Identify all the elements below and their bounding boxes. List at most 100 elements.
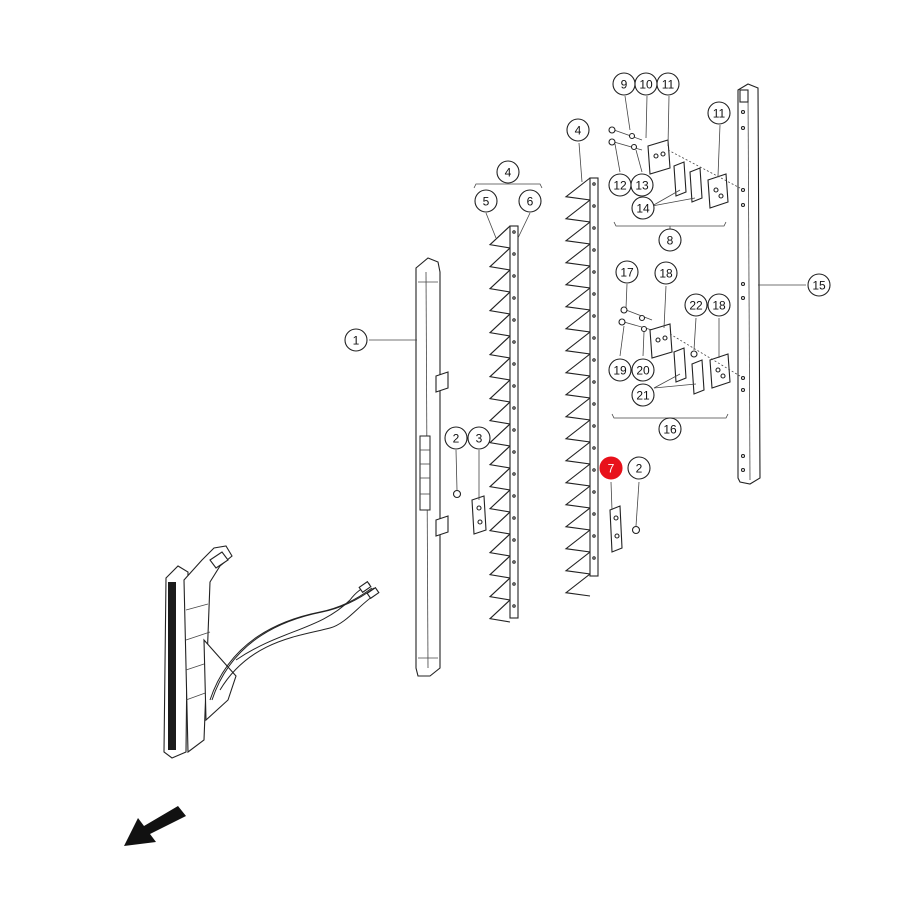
knife-rivet <box>512 516 516 520</box>
callout-18[interactable]: 18 <box>707 293 731 317</box>
callout-label: 2 <box>453 432 460 446</box>
callout-label: 1 <box>353 334 360 348</box>
callout-7[interactable]: 7 <box>599 456 623 480</box>
knife-rivet <box>512 604 516 608</box>
knife-rivet <box>512 428 516 432</box>
knife-rivet <box>592 380 596 384</box>
knife-rivet <box>512 582 516 586</box>
knife-rivet <box>592 336 596 340</box>
knife-rivet <box>512 230 516 234</box>
callout-label: 3 <box>476 432 483 446</box>
knife-blades <box>564 177 592 597</box>
knife-rivet <box>512 318 516 322</box>
knife-rivet <box>592 270 596 274</box>
callout-label: 20 <box>636 364 650 378</box>
knife-rivet <box>512 406 516 410</box>
callout-11[interactable]: 11 <box>707 101 731 125</box>
callout-label: 11 <box>713 107 726 121</box>
callout-6[interactable]: 6 <box>518 189 542 213</box>
callout-label: 13 <box>635 179 649 193</box>
arrow-down-left-icon <box>124 806 186 846</box>
knife-rivet <box>512 450 516 454</box>
callout-16[interactable]: 16 <box>658 417 682 441</box>
knife-blades <box>488 225 512 623</box>
callout-label: 5 <box>483 195 490 209</box>
callout-label: 9 <box>621 78 628 92</box>
callout-10[interactable]: 10 <box>634 72 658 96</box>
callout-13[interactable]: 13 <box>630 173 654 197</box>
knife-rivet <box>592 468 596 472</box>
knife-rivet <box>592 204 596 208</box>
callout-3[interactable]: 3 <box>467 426 491 450</box>
callout-8[interactable]: 8 <box>658 228 682 252</box>
callout-label: 10 <box>639 78 653 92</box>
knife-rivet <box>512 252 516 256</box>
knife-rivet <box>592 534 596 538</box>
clip-part-3 <box>452 489 487 535</box>
knife-rivet <box>592 226 596 230</box>
knife-rivet <box>512 472 516 476</box>
callout-15[interactable]: 15 <box>807 273 831 297</box>
callout-2[interactable]: 2 <box>444 426 468 450</box>
rail-part-15 <box>737 83 761 485</box>
knife-rivet <box>512 340 516 344</box>
knife-rivet <box>592 424 596 428</box>
callout-label: 7 <box>608 462 615 476</box>
callout-label: 4 <box>575 124 582 138</box>
knife-back-bar <box>589 177 599 577</box>
callout-9[interactable]: 9 <box>612 72 636 96</box>
knife-rivet <box>592 512 596 516</box>
knife-rivet <box>512 296 516 300</box>
knife-rivet <box>512 362 516 366</box>
callout-4[interactable]: 4 <box>496 160 520 184</box>
clip-part-7 <box>609 505 641 553</box>
beam-part-1 <box>415 257 449 677</box>
callout-label: 21 <box>636 389 650 403</box>
callout-label: 17 <box>620 266 634 280</box>
knife-rivet <box>512 274 516 278</box>
knife-rivet <box>512 538 516 542</box>
knife-rivet <box>592 248 596 252</box>
callout-21[interactable]: 21 <box>631 383 655 407</box>
knife-rivet <box>592 402 596 406</box>
knife-rivet <box>592 292 596 296</box>
knife-rivet <box>512 384 516 388</box>
knife-rivet <box>592 446 596 450</box>
callout-11[interactable]: 11 <box>656 72 680 96</box>
knife-back-bar <box>509 225 519 619</box>
callout-1[interactable]: 1 <box>344 328 368 352</box>
callout-label: 6 <box>527 195 534 209</box>
callout-20[interactable]: 20 <box>631 358 655 382</box>
callout-label: 11 <box>662 78 675 92</box>
hardware-group-8 <box>608 126 741 209</box>
callout-14[interactable]: 14 <box>631 196 655 220</box>
callout-label: 22 <box>689 299 703 313</box>
callout-label: 4 <box>505 166 512 180</box>
callout-label: 18 <box>712 299 726 313</box>
knife-section-left <box>488 225 519 623</box>
knife-rivet <box>592 358 596 362</box>
callout-18[interactable]: 18 <box>654 261 678 285</box>
knife-rivet <box>512 494 516 498</box>
callout-17[interactable]: 17 <box>615 260 639 284</box>
hardware-group-16 <box>618 306 741 395</box>
knife-rivet <box>592 556 596 560</box>
knife-section-right <box>564 177 599 597</box>
callout-2[interactable]: 2 <box>627 456 651 480</box>
knife-rivet <box>592 490 596 494</box>
callout-label: 19 <box>613 364 627 378</box>
callout-label: 8 <box>667 234 674 248</box>
callout-19[interactable]: 19 <box>608 358 632 382</box>
leader-lines <box>369 95 806 527</box>
callout-12[interactable]: 12 <box>608 173 632 197</box>
callout-label: 2 <box>636 462 643 476</box>
callout-label: 14 <box>636 202 650 216</box>
callout-label: 16 <box>663 423 677 437</box>
knife-rivet <box>592 182 596 186</box>
callout-4[interactable]: 4 <box>566 118 590 142</box>
callout-label: 18 <box>659 267 673 281</box>
callout-22[interactable]: 22 <box>684 293 708 317</box>
callout-5[interactable]: 5 <box>474 189 498 213</box>
